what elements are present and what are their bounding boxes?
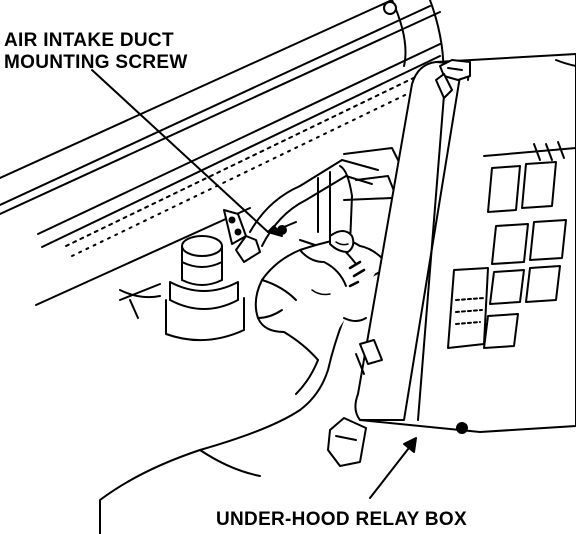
callout-line-1: AIR INTAKE DUCT — [4, 30, 174, 51]
hand-illustration — [99, 230, 385, 534]
air-intake-duct-screw-callout: AIR INTAKE DUCT MOUNTING SCREW — [4, 30, 188, 74]
duct-bracket — [223, 209, 261, 263]
under-hood-relay-box — [327, 53, 576, 467]
relay-box-callout: UNDER-HOOD RELAY BOX — [216, 509, 467, 530]
callout-leaders — [91, 69, 417, 499]
frame-rails — [0, 0, 445, 306]
reservoir-cap — [119, 235, 245, 342]
callout-line-2: MOUNTING SCREW — [4, 52, 188, 73]
